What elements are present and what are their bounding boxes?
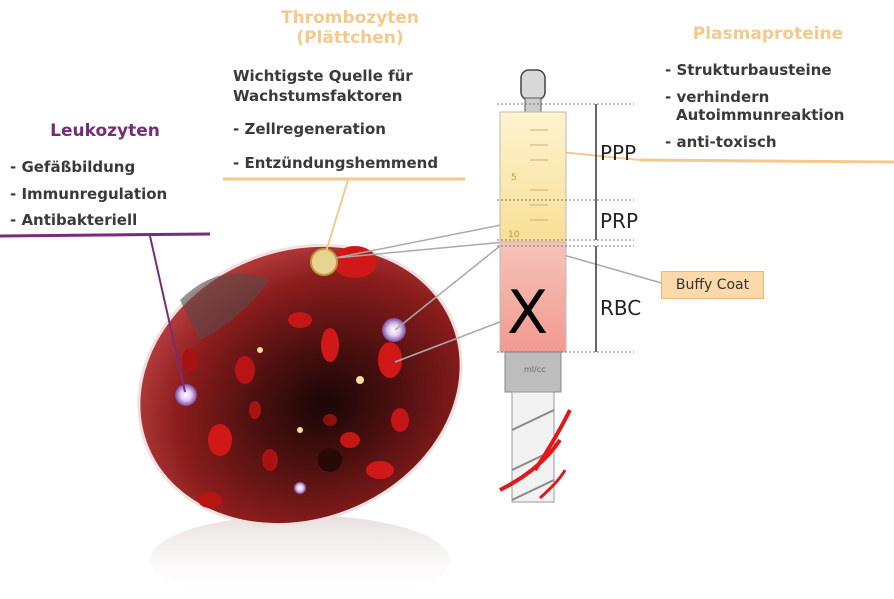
plasmaproteine-title: Plasmaproteine	[692, 24, 844, 44]
label-prp: PRP	[600, 209, 638, 233]
scale-10: 10	[508, 230, 520, 240]
leukozyten-item: - Antibakteriell	[10, 211, 138, 229]
thrombozyten-title-line2: (Plättchen)	[296, 28, 404, 48]
leukozyten-item: - Gefäßbildung	[10, 158, 136, 176]
unit-label: ml/cc	[524, 365, 546, 374]
leukozyten-item: - Immunregulation	[10, 185, 168, 203]
thrombozyten-title-line1: Thrombozyten	[280, 8, 420, 28]
label-ppp: PPP	[600, 141, 636, 165]
plasmaproteine-item: Autoimmunreaktion	[676, 106, 845, 124]
plasmaproteine-item: - verhindern	[665, 88, 770, 106]
buffy-coat-label: Buffy Coat	[661, 271, 764, 299]
leukozyten-underline	[0, 232, 211, 238]
x-mark: X	[507, 278, 548, 348]
thrombozyten-item: - Entzündungshemmend	[233, 154, 439, 172]
thrombozyten-subtitle-line1: Wichtigste Quelle für	[233, 67, 413, 85]
thrombozyten-subtitle-line2: Wachstumsfaktoren	[233, 87, 403, 105]
leukozyten-connector	[149, 235, 186, 393]
plasmaproteine-underline	[639, 158, 894, 164]
leukozyten-title: Leukozyten	[50, 121, 160, 141]
thrombozyten-subtitle: Wichtigste Quelle für Wachstumsfaktoren	[233, 66, 413, 106]
thrombozyten-connector	[324, 179, 349, 256]
level-lines	[497, 103, 634, 353]
test-tube	[499, 69, 572, 503]
thrombozyten-item: - Zellregeneration	[233, 120, 386, 138]
plasmaproteine-item: - anti-toxisch	[665, 133, 777, 151]
scale-5: 5	[511, 173, 517, 183]
thrombozyten-title: Thrombozyten (Plättchen)	[240, 8, 460, 48]
vessel-reflection	[150, 515, 450, 599]
plasmaproteine-item: - Strukturbausteine	[665, 61, 832, 79]
blood-vessel-illustration	[137, 243, 463, 527]
label-rbc: RBC	[600, 296, 641, 320]
